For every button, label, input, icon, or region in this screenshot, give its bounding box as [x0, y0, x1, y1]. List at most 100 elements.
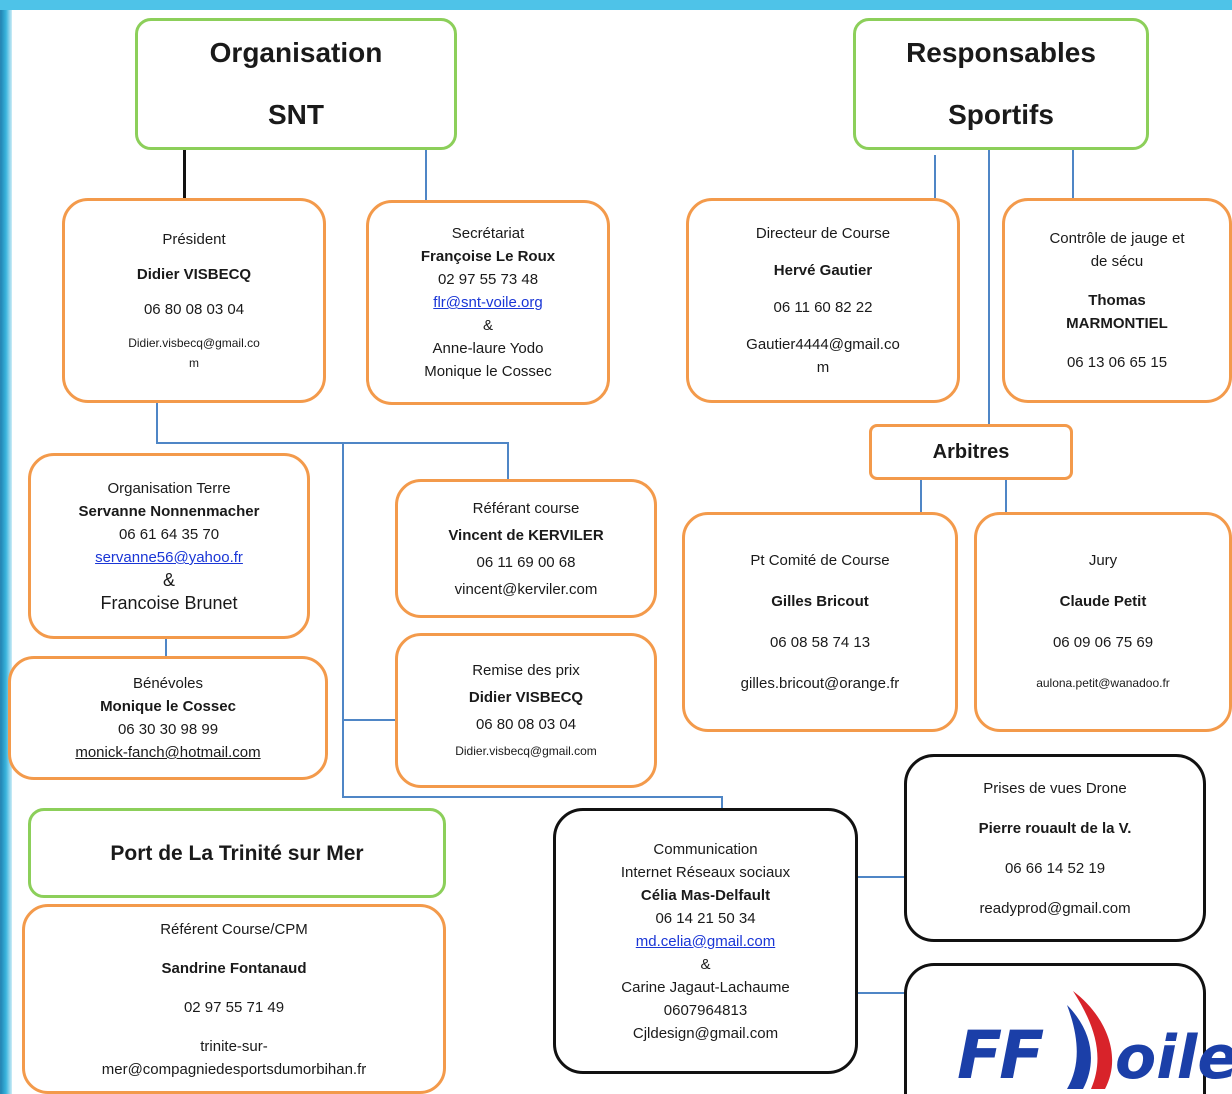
- role-label: Référant course: [472, 499, 580, 517]
- person-name: Françoise Le Roux: [420, 248, 556, 265]
- person-name-line-1: Thomas: [1088, 292, 1146, 309]
- communication-card: Communication Internet Réseaux sociaux C…: [553, 808, 858, 1074]
- remise-prix-card: Remise des prix Didier VISBECQ 06 80 08 …: [395, 633, 657, 788]
- connector-line: [1005, 480, 1007, 512]
- phone-number: 06 61 64 35 70: [118, 526, 220, 543]
- phone-number: 06 11 69 00 68: [476, 553, 576, 571]
- connector-line: [165, 637, 167, 657]
- person-name-3: Monique le Cossec: [424, 363, 552, 380]
- phone-number: 06 66 14 52 19: [1004, 859, 1106, 877]
- role-label: Pt Comité de Course: [750, 552, 890, 569]
- header-line-1: Responsables: [906, 37, 1096, 68]
- connector-line: [920, 480, 922, 512]
- person-name: Servanne Nonnenmacher: [78, 503, 260, 520]
- email-link[interactable]: servanne56@yahoo.fr: [95, 549, 243, 566]
- email-link[interactable]: flr@snt-voile.org: [433, 294, 543, 311]
- logo-text-voile: oile: [1115, 1023, 1232, 1093]
- responsables-sportifs-header: Responsables Sportifs: [853, 18, 1149, 150]
- phone-number: 06 08 58 74 13: [769, 634, 871, 651]
- header-line-2: Sportifs: [948, 99, 1054, 130]
- jury-card: Jury Claude Petit 06 09 06 75 69 aulona.…: [974, 512, 1232, 732]
- connector-line: [934, 155, 936, 198]
- hidden-card: [904, 963, 1206, 1094]
- ampersand: &: [162, 570, 175, 590]
- ffvoile-logo: FF oile: [955, 985, 1232, 1094]
- email-part-2: m: [189, 356, 199, 370]
- benevoles-card: Bénévoles Monique le Cossec 06 30 30 98 …: [8, 656, 328, 780]
- phone-number: 06 30 30 98 99: [117, 721, 219, 738]
- directeur-course-card: Directeur de Course Hervé Gautier 06 11 …: [686, 198, 960, 403]
- role-label: Référent Course/CPM: [160, 920, 308, 938]
- role-label: Président: [162, 231, 226, 248]
- referent-cpm-card: Référent Course/CPM Sandrine Fontanaud 0…: [22, 904, 446, 1094]
- person-name-line-2: MARMONTIEL: [1066, 315, 1168, 332]
- header-line-2: SNT: [268, 99, 324, 130]
- phone-number: 06 13 06 65 15: [1066, 354, 1168, 371]
- email-address: gilles.bricout@orange.fr: [740, 675, 900, 692]
- email-part-2: m: [816, 359, 830, 376]
- person-name: Pierre rouault de la V.: [978, 819, 1132, 837]
- person-name: Didier VISBECQ: [136, 266, 252, 283]
- role-label: Secrétariat: [451, 225, 525, 242]
- person-name: Monique le Cossec: [100, 698, 236, 715]
- role-label: Directeur de Course: [755, 225, 891, 242]
- sail-icon: [1067, 991, 1113, 1089]
- role-label: Remise des prix: [472, 661, 580, 679]
- organisation-terre-card: Organisation Terre Servanne Nonnenmacher…: [28, 453, 310, 639]
- person-name: Célia Mas-Delfault: [640, 886, 771, 904]
- person-name: Claude Petit: [1059, 593, 1147, 610]
- organisation-snt-header: Organisation SNT: [135, 18, 457, 150]
- header-line-1: Organisation: [209, 37, 383, 68]
- role-line-1: Communication: [653, 840, 758, 858]
- email-address: aulona.petit@wanadoo.fr: [1036, 676, 1170, 690]
- role-label: Jury: [1088, 552, 1118, 569]
- person-name-2: Francoise Brunet: [100, 593, 238, 613]
- email-address: vincent@kerviler.com: [454, 580, 598, 598]
- phone-number: 06 14 21 50 34: [655, 909, 756, 927]
- connector-line: [342, 442, 344, 797]
- connector-line: [425, 148, 427, 200]
- phone-number: 02 97 55 71 49: [183, 998, 285, 1016]
- email-part-1: Didier.visbecq@gmail.co: [128, 336, 260, 350]
- referant-course-card: Référant course Vincent de KERVILER 06 1…: [395, 479, 657, 618]
- email-address: Didier.visbecq@gmail.com: [455, 743, 597, 758]
- email-link[interactable]: md.celia@gmail.com: [635, 932, 776, 950]
- role-line-2: Internet Réseaux sociaux: [620, 863, 791, 881]
- top-band: [0, 0, 1232, 10]
- email-part-2: mer@compagniedesportsdumorbihan.fr: [101, 1060, 367, 1078]
- ampersand: &: [700, 955, 711, 973]
- port-trinite-header: Port de La Trinité sur Mer: [28, 808, 446, 898]
- pt-comite-card: Pt Comité de Course Gilles Bricout 06 08…: [682, 512, 958, 732]
- port-label: Port de La Trinité sur Mer: [110, 841, 364, 865]
- email-part-1: trinite-sur-: [200, 1037, 268, 1055]
- connector-line: [342, 719, 397, 721]
- person-name: Gilles Bricout: [771, 593, 869, 610]
- person-name: Vincent de KERVILER: [448, 526, 604, 544]
- person-name: Sandrine Fontanaud: [161, 959, 307, 977]
- phone-number-2: 0607964813: [663, 1001, 748, 1019]
- email-part-1: Gautier4444@gmail.co: [746, 336, 900, 353]
- controle-jauge-card: Contrôle de jauge et de sécu Thomas MARM…: [1002, 198, 1232, 403]
- email-address-2: Cjldesign@gmail.com: [632, 1024, 779, 1042]
- person-name: Didier VISBECQ: [468, 688, 584, 706]
- connector-line: [721, 796, 723, 808]
- logo-text-ff: FF: [957, 1017, 1044, 1094]
- person-name: Hervé Gautier: [773, 262, 873, 279]
- phone-number: 06 09 06 75 69: [1052, 634, 1154, 651]
- drone-card: Prises de vues Drone Pierre rouault de l…: [904, 754, 1206, 942]
- role-line-1: Contrôle de jauge et: [1049, 230, 1185, 247]
- person-name-2: Carine Jagaut-Lachaume: [621, 978, 790, 996]
- connector-line: [858, 992, 905, 994]
- role-label: Bénévoles: [132, 675, 204, 692]
- person-name-2: Anne-laure Yodo: [432, 340, 544, 357]
- phone-number: 06 11 60 82 22: [773, 299, 873, 316]
- connector-line: [183, 148, 186, 200]
- role-label: Organisation Terre: [107, 480, 231, 497]
- phone-number: 06 80 08 03 04: [143, 301, 245, 318]
- connector-line: [156, 403, 158, 443]
- connector-line: [988, 148, 990, 425]
- email-link[interactable]: monick-fanch@hotmail.com: [75, 744, 261, 761]
- connector-line: [156, 442, 508, 444]
- connector-line: [507, 442, 509, 480]
- arbitres-label-box: Arbitres: [869, 424, 1073, 480]
